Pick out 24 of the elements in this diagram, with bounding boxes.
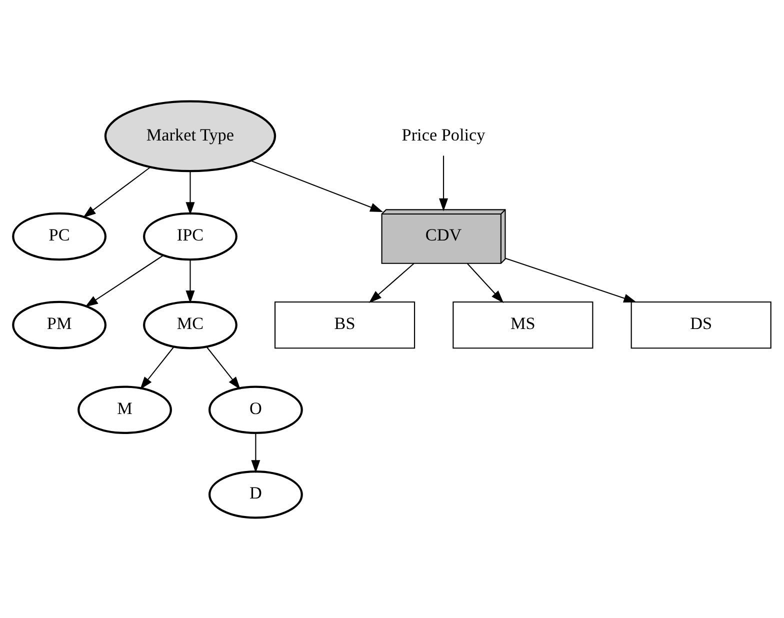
node-ellipse: MC (143, 300, 238, 349)
node-box: DS (630, 300, 772, 348)
node-ellipse: PM (12, 300, 107, 349)
arrow (439, 155, 448, 211)
node-ellipse: PC (12, 212, 107, 260)
arrow (250, 160, 384, 212)
node-ellipse: Market Type (104, 100, 276, 172)
arrow (140, 346, 174, 389)
arrow (251, 432, 260, 472)
arrow (82, 166, 151, 218)
arrow (186, 259, 195, 303)
arrow (85, 254, 164, 306)
arrow (505, 257, 637, 302)
node-ellipse: D (208, 470, 303, 518)
arrow (206, 346, 240, 389)
node-text: Price Policy (402, 124, 486, 144)
node-ellipse: M (78, 385, 172, 434)
node-box: MS (452, 300, 594, 348)
arrow (186, 170, 195, 215)
node-box: BS (274, 300, 416, 348)
node-ellipse: IPC (143, 212, 238, 260)
node-ellipse: O (208, 385, 303, 434)
arrow (368, 262, 414, 302)
arrow (466, 262, 504, 303)
